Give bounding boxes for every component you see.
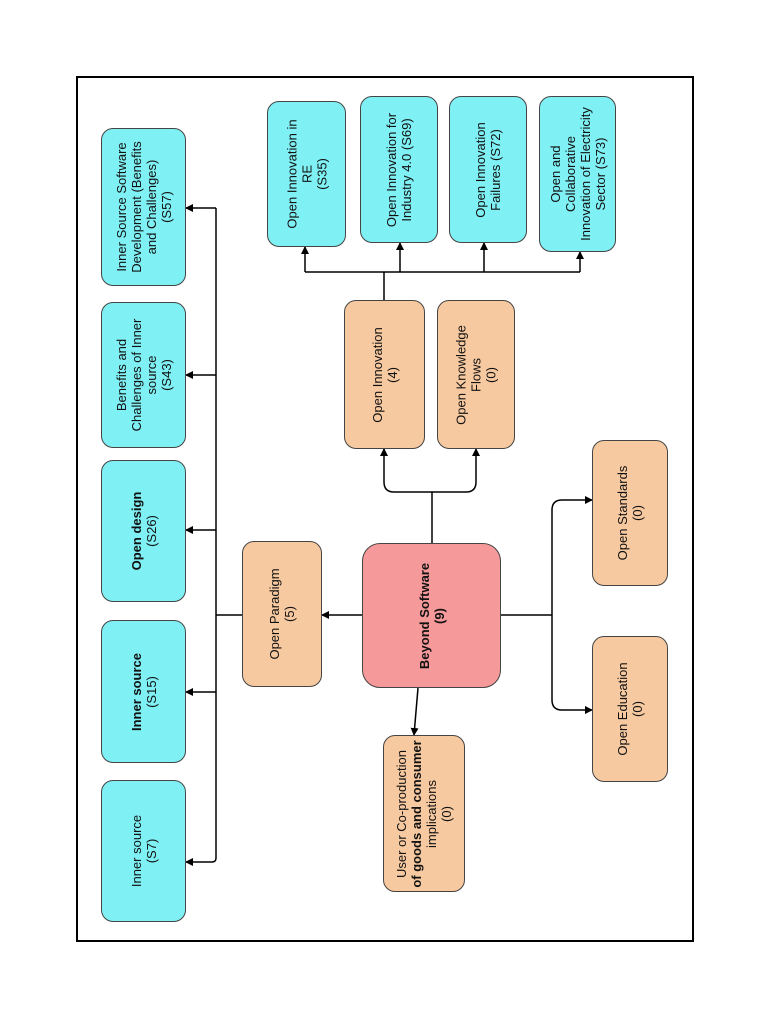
node-inner-source-s7: Inner source(S7) [101,780,186,922]
node-beyond-software: Beyond Software(9) [362,543,501,688]
diagram-frame [76,76,694,942]
edge-right-bus [551,499,563,711]
node-inner-source-s15: Inner source(S15) [101,620,186,763]
node-open-design-s26: Open design(S26) [101,460,186,602]
node-open-education: Open Education(0) [592,636,668,782]
edge-branch-knowledge [432,448,480,493]
node-open-paradigm: Open Paradigm(5) [242,541,322,687]
edge-branch-innov [380,448,432,493]
edge-bus-s7 [185,857,217,866]
node-open-innovation: Open Innovation(4) [344,300,425,449]
edge-root-user [410,687,419,736]
node-open-standards: Open Standards(0) [592,440,668,586]
